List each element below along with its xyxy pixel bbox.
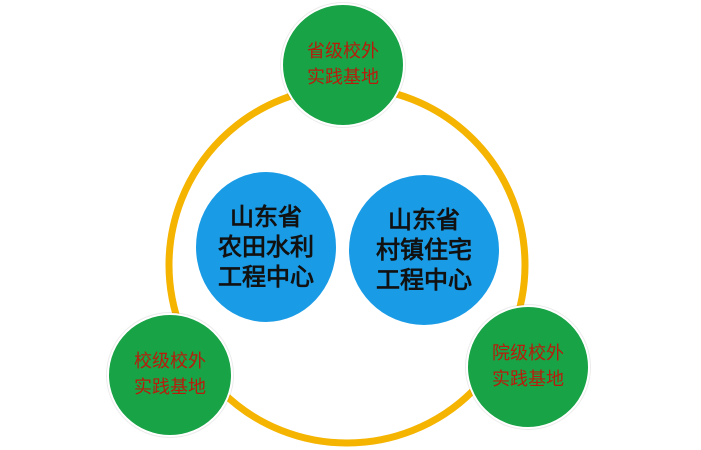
college-base-label-line-2: 实践基地 [492,369,564,390]
provincial-base-node: 省级校外 实践基地 [281,3,405,127]
housing-center-label-line-3: 工程中心 [376,266,472,294]
school-base-label-line-1: 校级校外 [134,351,206,372]
housing-center-node: 山东省 村镇住宅 工程中心 [349,175,499,325]
irrigation-center-label-line-2: 农田水利 [218,233,314,261]
housing-center-label-line-1: 山东省 [388,206,460,234]
irrigation-center-label-line-3: 工程中心 [218,263,314,291]
irrigation-center-node: 山东省 农田水利 工程中心 [196,172,336,322]
provincial-base-label-line-2: 实践基地 [307,67,379,88]
college-base-label-line-1: 院级校外 [492,343,564,364]
provincial-base-label-line-1: 省级校外 [307,41,379,62]
school-base-node: 校级校外 实践基地 [107,313,233,437]
college-base-node: 院级校外 实践基地 [466,305,590,429]
irrigation-center-label-line-1: 山东省 [230,203,302,231]
housing-center-label-line-2: 村镇住宅 [376,236,472,264]
school-base-label-line-2: 实践基地 [134,377,206,398]
